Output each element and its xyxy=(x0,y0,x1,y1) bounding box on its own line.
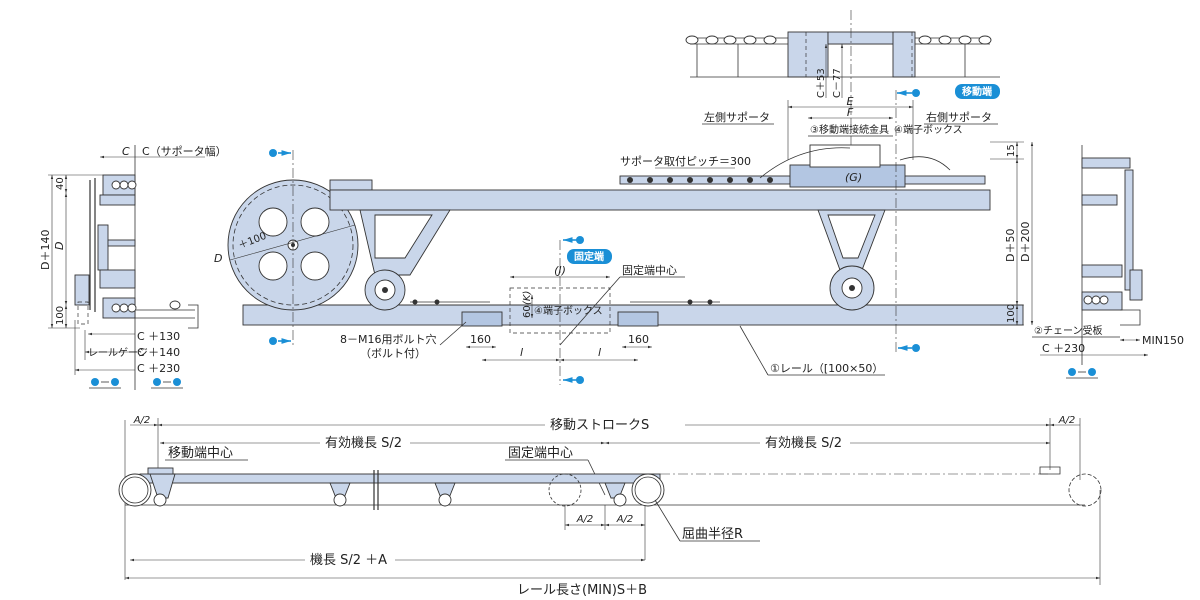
dim-c-plus-230: C ＋230 xyxy=(137,362,180,375)
dim-k: (K) xyxy=(522,291,533,305)
bolt-holes-label: 8－M16用ボルト穴 xyxy=(340,332,437,346)
section-marker-a-top xyxy=(269,149,291,157)
dim-c-plus-53: C＋53 xyxy=(816,68,827,98)
dim-d-plus-140: D＋140 xyxy=(39,230,52,270)
dim-100-right: 100 xyxy=(1006,304,1017,323)
rail-label: ①レール（[100×50） xyxy=(770,362,883,375)
dim-15: 15 xyxy=(1006,144,1017,157)
dim-c: C xyxy=(122,145,130,158)
effective-length-left: 有効機長 S/2 xyxy=(325,436,402,451)
fixed-end-center-label: 固定端中心 xyxy=(622,263,677,277)
dim-l-right: l xyxy=(598,346,601,359)
dim-d-label: D xyxy=(214,252,222,265)
dim-40: 40 xyxy=(55,177,66,190)
moving-end-bracket-label: ③移動端接続金具 xyxy=(810,123,889,136)
right-support-label: 右側サポータ xyxy=(926,110,992,124)
dim-160-left: 160 xyxy=(470,333,491,346)
fixed-end-center-bottom-label: 固定端中心 xyxy=(508,446,573,461)
dim-c-plus-230-cc: C ＋230 xyxy=(1042,342,1085,355)
moving-end-drum xyxy=(118,473,152,507)
top-view: C＋53 C－77 移動端 E F 左側サポータ 右側サポータ ③移動端接続金具… xyxy=(685,10,1000,200)
chain-top xyxy=(619,175,986,185)
chain-links-right xyxy=(918,35,992,45)
chain-plate-label: ②チェーン受板 xyxy=(1034,324,1102,337)
dim-c-plus-130: C ＋130 xyxy=(137,330,180,343)
left-bracket-block xyxy=(787,31,829,78)
upper-chain-run xyxy=(139,473,661,484)
dim-160-right: 160 xyxy=(628,333,649,346)
rail-gauge-label: レールゲージ xyxy=(88,347,148,359)
stroke-label: 移動ストロークS xyxy=(550,418,649,433)
moving-end-center-label: 移動端中心 xyxy=(168,446,233,461)
bend-radius-label: 屈曲半径R xyxy=(682,527,743,542)
dim-e: E xyxy=(847,95,854,108)
dim-g: (G) xyxy=(845,171,862,184)
section-aa-bb: C C（サポータ幅） 40 D D＋140 100 C ＋130 xyxy=(39,145,227,390)
main-frame-beam xyxy=(329,189,991,211)
dim-c-plus-140: C ＋140 xyxy=(137,346,180,359)
bolt-included-label: （ボルト付） xyxy=(360,347,426,360)
section-marker-c-side xyxy=(898,344,920,352)
fixed-end-badge-label: 固定端 xyxy=(574,250,604,263)
dim-c-support-width: C（サポータ幅） xyxy=(142,145,227,158)
section-marker-c-top xyxy=(897,89,920,97)
dim-100-left: 100 xyxy=(55,306,66,325)
dim-j: (J) xyxy=(554,264,566,277)
a-half-mid-right: A/2 xyxy=(616,514,634,525)
dim-c-minus-77: C－77 xyxy=(832,68,843,98)
dim-d-plus-50: D＋50 xyxy=(1004,229,1017,262)
dim-l-left: l xyxy=(520,346,523,359)
chain-links-left xyxy=(685,35,777,45)
section-marker-a-bottom xyxy=(269,337,291,345)
left-support-label: 左側サポータ xyxy=(704,111,770,124)
a-half-top-right: A/2 xyxy=(1058,415,1076,426)
side-view: D ＋100 xyxy=(214,90,1034,385)
dim-d-plus-200-side: D＋200 xyxy=(1019,222,1032,262)
min150-label: MIN150 xyxy=(1142,334,1184,347)
a-half-mid-left: A/2 xyxy=(576,514,594,525)
terminal-box-top-label: ④端子ボックス xyxy=(894,123,963,136)
section-marker-b-bottom xyxy=(563,376,584,384)
dim-d: D xyxy=(53,242,66,250)
terminal-box-side-label: ④端子ボックス xyxy=(534,304,603,317)
effective-length-right: 有効機長 S/2 xyxy=(765,436,842,451)
moving-end-badge-label: 移動端 xyxy=(962,85,992,98)
caption-c-c xyxy=(1066,368,1098,379)
machine-length-label: 機長 S/2 ＋A xyxy=(310,553,387,568)
support-pitch-label: サポータ取付ピッチ＝300 xyxy=(620,155,751,168)
a-half-top-left: A/2 xyxy=(133,415,151,426)
dim-f: F xyxy=(847,106,854,119)
dim-60: 60 xyxy=(522,305,533,318)
caption-a-a xyxy=(89,378,121,389)
caption-b-b xyxy=(151,378,183,389)
left-anchor-block xyxy=(461,311,503,327)
section-cc: ②チェーン受板 MIN150 C ＋230 xyxy=(1032,145,1184,379)
section-marker-b-top xyxy=(563,236,584,244)
moving-end-drum-right xyxy=(1068,473,1102,507)
overall-view: A/2 移動ストロークS A/2 有効機長 S/2 有効機長 S/2 移動端中心… xyxy=(118,415,1102,598)
rail-length-label: レール長さ(MIN)S＋B xyxy=(517,583,647,598)
fixed-end-badge xyxy=(567,249,612,264)
right-anchor-block xyxy=(617,311,659,327)
moving-end-badge xyxy=(955,84,1000,99)
fixed-end-drum xyxy=(631,473,665,507)
